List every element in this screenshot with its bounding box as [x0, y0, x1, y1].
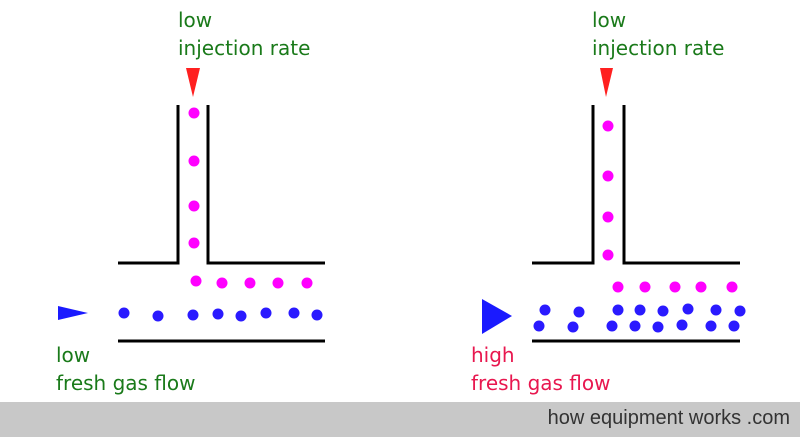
- left-flow-label-1: low: [56, 343, 91, 367]
- injected-particle: [602, 211, 614, 223]
- injected-particle: [188, 200, 200, 212]
- gas-particle: [235, 310, 247, 322]
- injected-particles: [602, 120, 738, 293]
- gas-particle: [734, 305, 746, 317]
- gas-particle: [212, 308, 224, 320]
- gas-particle: [288, 307, 300, 319]
- injected-particle: [726, 281, 738, 293]
- right-injection-label-1: low: [592, 8, 627, 32]
- injection-arrow-icon: [600, 68, 613, 97]
- injected-particles: [188, 107, 313, 289]
- gas-particle: [187, 309, 199, 321]
- gas-particle: [612, 304, 624, 316]
- gas-particle: [606, 320, 618, 332]
- injected-particle: [695, 281, 707, 293]
- flow-arrow-icon: [482, 299, 512, 334]
- right-injection-label-2: injection rate: [592, 36, 725, 60]
- gas-particle: [634, 304, 646, 316]
- left-injection-label-2: injection rate: [178, 36, 311, 60]
- gas-particle: [728, 320, 740, 332]
- gas-particle: [705, 320, 717, 332]
- gas-particle: [533, 320, 545, 332]
- gas-particles: [118, 307, 323, 322]
- injected-particle: [190, 275, 202, 287]
- gas-particle: [539, 304, 551, 316]
- injected-particle: [602, 249, 614, 261]
- injected-particle: [216, 277, 228, 289]
- injection-arrow-icon: [186, 68, 200, 97]
- gas-particle: [260, 307, 272, 319]
- injected-particle: [612, 281, 624, 293]
- gas-particle: [573, 306, 585, 318]
- gas-particles: [533, 303, 746, 333]
- injected-particle: [639, 281, 651, 293]
- injected-particle: [602, 120, 614, 132]
- injection-pipe-left-wall: [118, 105, 180, 265]
- right-flow-label-1: high: [471, 343, 515, 367]
- gas-particle: [652, 321, 664, 333]
- gas-particle: [118, 307, 130, 319]
- gas-particle: [311, 309, 323, 321]
- left-injection-label-1: low: [178, 8, 213, 32]
- injection-pipe-left-wall: [532, 105, 595, 265]
- gas-particle: [676, 319, 688, 331]
- injected-particle: [669, 281, 681, 293]
- injected-particle: [602, 170, 614, 182]
- injection-pipe-right-wall: [622, 105, 740, 265]
- injected-particle: [244, 277, 256, 289]
- flow-arrow-icon: [58, 306, 88, 320]
- gas-particle: [710, 304, 722, 316]
- injected-particle: [188, 237, 200, 249]
- left-flow-label-2: fresh gas flow: [56, 371, 196, 395]
- injected-particle: [301, 277, 313, 289]
- injected-particle: [188, 155, 200, 167]
- injected-particle: [188, 107, 200, 119]
- gas-particle: [567, 321, 579, 333]
- right-flow-label-2: fresh gas flow: [471, 371, 611, 395]
- right-panel: [482, 68, 746, 343]
- gas-particle: [152, 310, 164, 322]
- gas-particle: [629, 320, 641, 332]
- injected-particle: [272, 277, 284, 289]
- left-panel: [58, 68, 325, 343]
- footer-text: how equipment works .com: [547, 407, 790, 429]
- gas-particle: [657, 305, 669, 317]
- injection-pipe-right-wall: [206, 105, 325, 265]
- footer-bar: how equipment works .com: [0, 402, 800, 437]
- gas-particle: [682, 303, 694, 315]
